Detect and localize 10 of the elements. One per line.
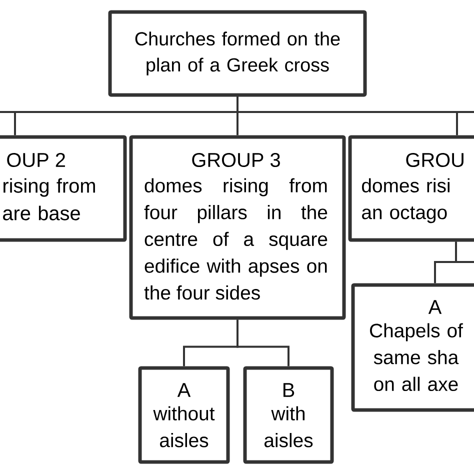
group-box: OUP 2 rising from are base: [0, 135, 127, 242]
title-box: Churches formed on the plan of a Greek cross: [108, 10, 367, 97]
group-box: A Chapels of same sha on all axe: [351, 283, 474, 412]
group-box: A without aisles: [138, 366, 230, 464]
connector-line: [455, 242, 474, 263]
group-box: B with aisles: [243, 366, 334, 464]
group-box: GROUP 3 domes rising from four pillars in the centre of a square edifice with apses on the four sides: [129, 135, 346, 320]
connector-line: [236, 96, 474, 113]
connector-line: [236, 320, 290, 366]
group-box: GROU domes risi an octago: [348, 135, 474, 242]
